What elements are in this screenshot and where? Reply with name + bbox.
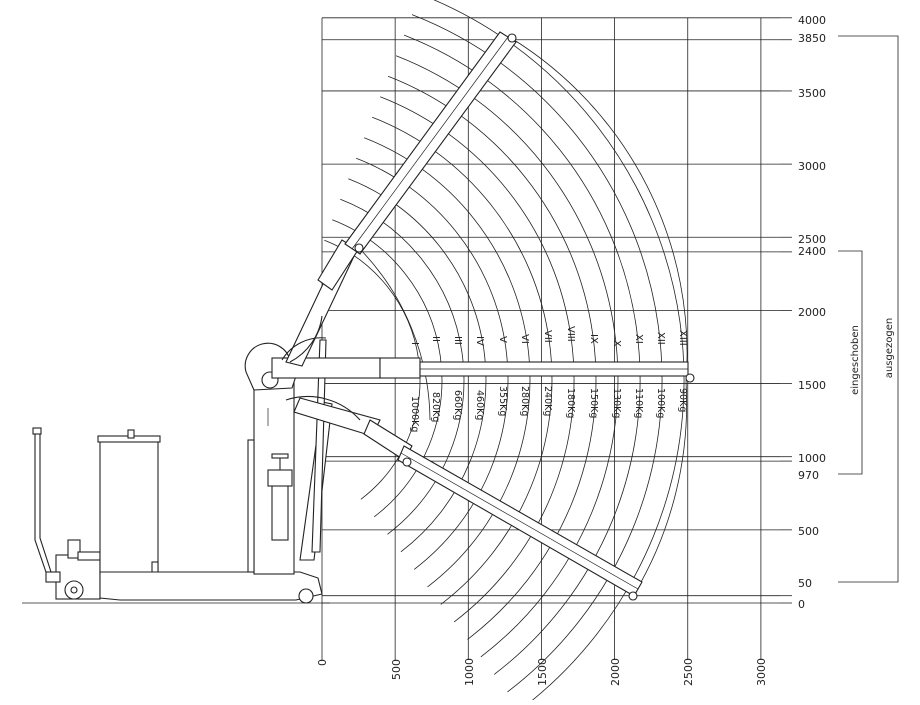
zone-numeral: VI [519,334,530,344]
mast-guide-curve [281,337,327,361]
zone-numeral: II [430,336,441,342]
x-tick-label: 1500 [536,658,549,686]
load-zone-arc [387,75,597,640]
zone-load: 660Kg [452,390,463,420]
zone-load: 280Kg [519,386,530,416]
grid-lines [321,17,792,660]
zone-load: 110Kg [633,388,644,418]
mast-plate [247,439,255,573]
zone-numeral: III [452,336,463,345]
zone-numeral: X [611,340,622,347]
steering-column [67,539,81,559]
chassis-base [99,571,323,601]
counterweight-box [99,439,159,575]
extended-range-bracket [838,35,899,583]
y-tick-label: 4000 [798,14,826,27]
boom-extension-raised [344,31,517,255]
y-tick-label: 500 [798,525,819,538]
y-tick-label: 0 [798,598,805,611]
hook-point-horizontal [685,373,695,383]
rear-wheel [298,588,314,604]
y-tick-label: 3850 [798,32,826,45]
x-tick-label: 1000 [463,658,476,686]
zone-numeral: XIII [677,330,688,346]
y-tick-label: 2400 [798,245,826,258]
x-tick-label: 500 [390,659,403,680]
y-axis-labels: 4000 3850 3500 3000 2500 2400 2000 1500 … [798,14,826,611]
zone-load: 150Kg [588,388,599,418]
y-tick-label: 970 [798,469,819,482]
upper-guide-curve [289,315,323,363]
crane-illustration [22,31,695,604]
pump-handle [271,453,289,459]
load-zone-arc [395,55,619,658]
boom-sleeve [379,357,421,379]
hook-point-lowered-retracted [402,457,412,467]
boom-extension-raised-centerline [351,36,509,250]
zone-load: 130Kg [611,388,622,418]
y-tick-label: 3500 [798,87,826,100]
front-wheel-hub [70,586,78,594]
zone-load: 460Kg [474,390,485,420]
extended-range-label: ausgezogen [884,318,895,378]
zone-load: 180Kg [565,388,576,418]
range-brackets: ausgezogen eingeschoben [838,35,899,583]
x-tick-label: 0 [316,659,329,666]
zone-numeral: XI [633,334,644,344]
y-tick-label: 1500 [798,379,826,392]
load-zone-labels: I 1000Kg II 820Kg III 660Kg IV 460Kg V 3… [409,326,688,432]
y-tick-label: 2000 [798,306,826,319]
retracted-range-bracket [838,250,863,475]
zone-numeral: IV [474,336,485,346]
y-tick-label: 2500 [798,233,826,246]
x-tick-label: 2000 [609,658,622,686]
zone-numeral: VIII [565,326,576,342]
zone-numeral: IX [588,334,599,344]
load-zone-arc [433,0,685,705]
load-zone-arc [364,137,531,588]
counterweight-hook [127,429,135,439]
pedal [45,571,61,583]
load-zone-arc [348,178,487,553]
handle-grip [32,427,42,435]
y-tick-label: 50 [798,577,812,590]
hook-point-raised-retracted [354,243,364,253]
inner-envelope-arc [358,247,431,421]
boom-extension-lowered-centerline [400,452,639,590]
lower-guide-curve [285,396,361,421]
tow-handle [34,430,53,579]
y-tick-label: 3000 [798,160,826,173]
zone-load: 820Kg [430,392,441,422]
zone-load: 240Kg [542,386,553,416]
load-zone-arc [356,157,509,570]
x-tick-label: 3000 [755,658,768,686]
zone-load: 100Kg [655,388,666,418]
load-zone-arc [332,219,443,518]
zone-numeral: I [409,342,420,345]
load-zone-arc [411,14,663,693]
zone-numeral: XII [655,332,666,345]
load-zone-arc [340,198,465,535]
hook-point-lowered [628,591,638,601]
zone-load: 90Kg [677,388,688,412]
zone-load: 355Kg [497,386,508,416]
x-tick-label: 2500 [682,658,695,686]
zone-numeral: VII [542,330,553,343]
x-axis-labels: 0 500 1000 1500 2000 2500 3000 [316,658,768,686]
load-zone-arc [380,96,575,623]
zone-numeral: V [497,336,508,343]
retracted-range-label: eingeschoben [850,325,861,395]
hook-point-raised [507,33,517,43]
steering-head [77,551,101,561]
zone-load: 1000Kg [409,396,420,432]
y-tick-label: 1000 [798,452,826,465]
load-zone-arc [372,116,553,605]
pump-head [267,469,293,487]
hydraulic-pump [271,483,289,541]
outer-envelope-arc [510,37,688,597]
load-zone-arc [403,34,641,675]
